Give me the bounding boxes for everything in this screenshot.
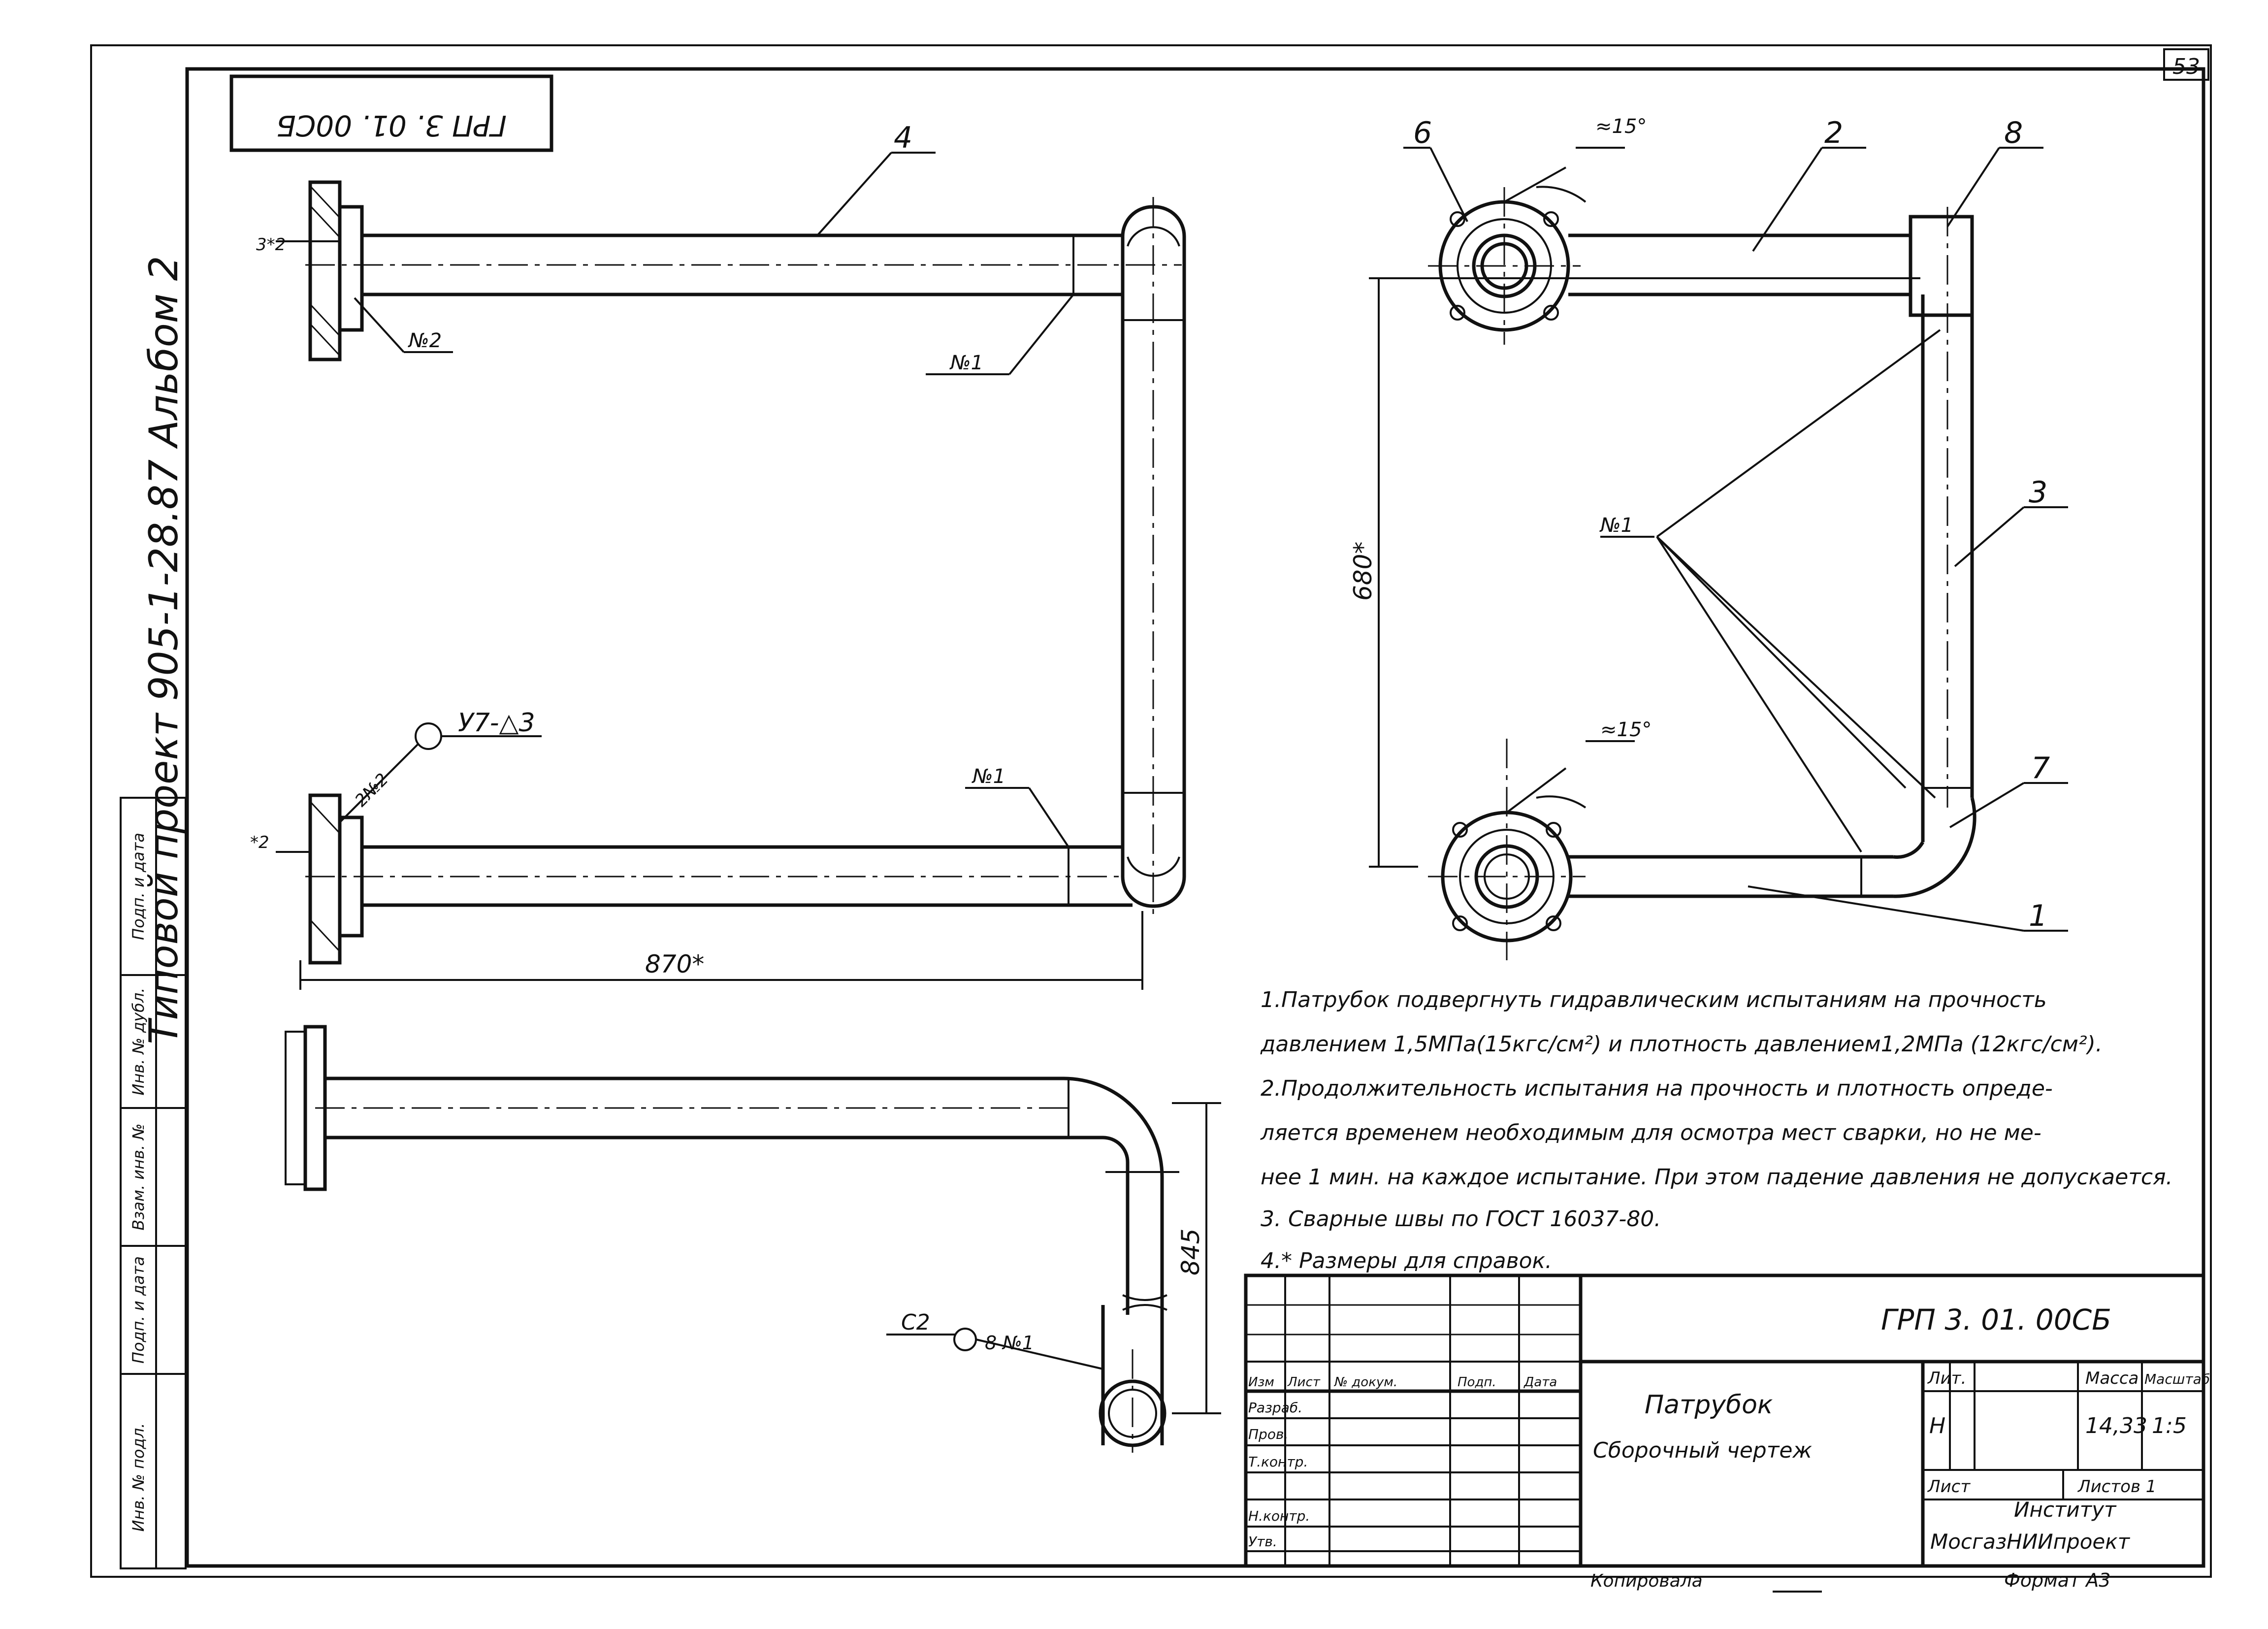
note-line-2: давлением 1,5МПа(15кгс/см²) и плотность … [1260,1032,2103,1057]
tb-mass-header: Масса [2085,1368,2138,1388]
callout-3: 3 [2029,475,2047,510]
tb-row-6: Утв. [1248,1533,1277,1550]
stamp-cell-1: Инв. № подл. [129,1423,148,1532]
dim-gap-bottom: *2 [250,833,269,852]
dim-gap-top: 3*2 [256,235,286,255]
note-line-7: 4.* Размеры для справок. [1261,1248,1552,1273]
tb-scale-header: Масштаб [2144,1371,2210,1387]
dim-depth: 845 [1176,1229,1205,1275]
sheet-frame: 53 [90,44,2212,1578]
weld-symbol: У7-△3 [458,708,535,738]
tb-lit-header: Лит. [1927,1368,1966,1388]
weld-c2: С2 [901,1310,930,1335]
dim-angle-bottom: ≈15° [1600,718,1652,741]
callout-1: 1 [2029,899,2047,933]
view-right: 680* ≈15° ≈15° №1 6 2 8 3 7 1 [1349,115,2068,960]
tb-row-2: Пров. [1248,1426,1288,1442]
callout-6: 6 [1413,116,1432,150]
view-top-left: 3*2 №2 №1 4 У7-△3 2№2 *2 №1 870* [250,121,1186,990]
callout-7: 7 [2031,751,2050,785]
tb-row-0-c4: Дата [1523,1375,1557,1390]
dim-length: 870* [645,950,704,978]
tb-sheets-label: Листов 1 [2077,1477,2156,1497]
tb-row-0-c0: Изм [1248,1375,1274,1390]
stamp-cell-4: Инв. № дубл. [129,988,148,1096]
tb-row-0-c2: № докум. [1333,1375,1397,1390]
stamp-cell-5: Подп. и дата [129,833,148,940]
note-line-1: 1.Патрубок подвергнуть гидравлическим ис… [1261,987,2047,1012]
weld-mark-n1-c: №1 [1599,514,1633,537]
note-line-5: нее 1 мин. на каждое испытание. При этом… [1261,1165,2173,1190]
tb-code: ГРП 3. 01. 00СБ [1881,1303,2111,1336]
tb-row-0-c1: Лист [1287,1375,1321,1390]
callout-2: 2 [1824,116,1843,150]
tb-row-1: Разраб. [1248,1400,1302,1416]
technical-notes: 1.Патрубок подвергнуть гидравлическим ис… [1260,987,2173,1273]
weld-mark-n1-b: №1 [972,765,1005,788]
note-line-3: 2.Продолжительность испытания на прочнос… [1261,1076,2053,1101]
tb-sheet-label: Лист [1927,1477,1971,1497]
callout-4: 4 [894,121,912,155]
dim-height: 680* [1349,542,1377,601]
note-line-4: ляется временем необходимым для осмотра … [1260,1120,2041,1145]
title-block: Изм Лист № докум. Подп. Дата Разраб. Про… [1244,1273,2210,1593]
side-title: Типовой проект 905-1-28.87 Альбом 2 [141,256,187,1044]
dim-angle-top: ≈15° [1595,115,1647,138]
tb-row-0-c3: Подп. [1458,1375,1496,1390]
stamp-cell-2: Подп. и дата [129,1256,148,1364]
tb-name: Патрубок [1645,1390,1773,1420]
weld-mark-n2: №2 [408,329,442,352]
tb-mass-value: 14,33 [2085,1413,2147,1438]
tb-scale-value: 1:5 [2152,1413,2187,1438]
tb-org-line-2: МосгазНИИпроект [1930,1530,2131,1554]
weld-c2-tail: 8 №1 [985,1332,1034,1354]
tb-doc-type: Сборочный чертеж [1593,1438,1812,1463]
tb-lit-value: Н [1929,1413,1945,1438]
callout-8: 8 [2004,116,2023,150]
flange-top [308,180,342,361]
stamp-cell-3: Взам. инв. № [129,1123,148,1230]
note-line-6: 3. Сварные швы по ГОСТ 16037-80. [1261,1206,1661,1232]
view-bottom-left: 845 С2 8 №1 [285,1025,1221,1453]
tb-org-line-1: Институт [2014,1498,2117,1522]
weld-mark-n1: №1 [949,352,983,374]
tb-row-3: Т.контр. [1248,1454,1308,1470]
tb-format: Формат А3 [2004,1569,2110,1591]
mirrored-code-box: ГРП 3. 01. 00СБ [229,74,553,152]
tb-row-5: Н.контр. [1248,1508,1310,1524]
sheet-number: 53 [2172,54,2200,79]
mirrored-code: ГРП 3. 01. 00СБ [276,109,507,142]
tb-footer-left: Копировала [1590,1571,1703,1591]
side-stamp: Инв. № подл. Подп. и дата Взам. инв. № И… [120,797,187,1569]
